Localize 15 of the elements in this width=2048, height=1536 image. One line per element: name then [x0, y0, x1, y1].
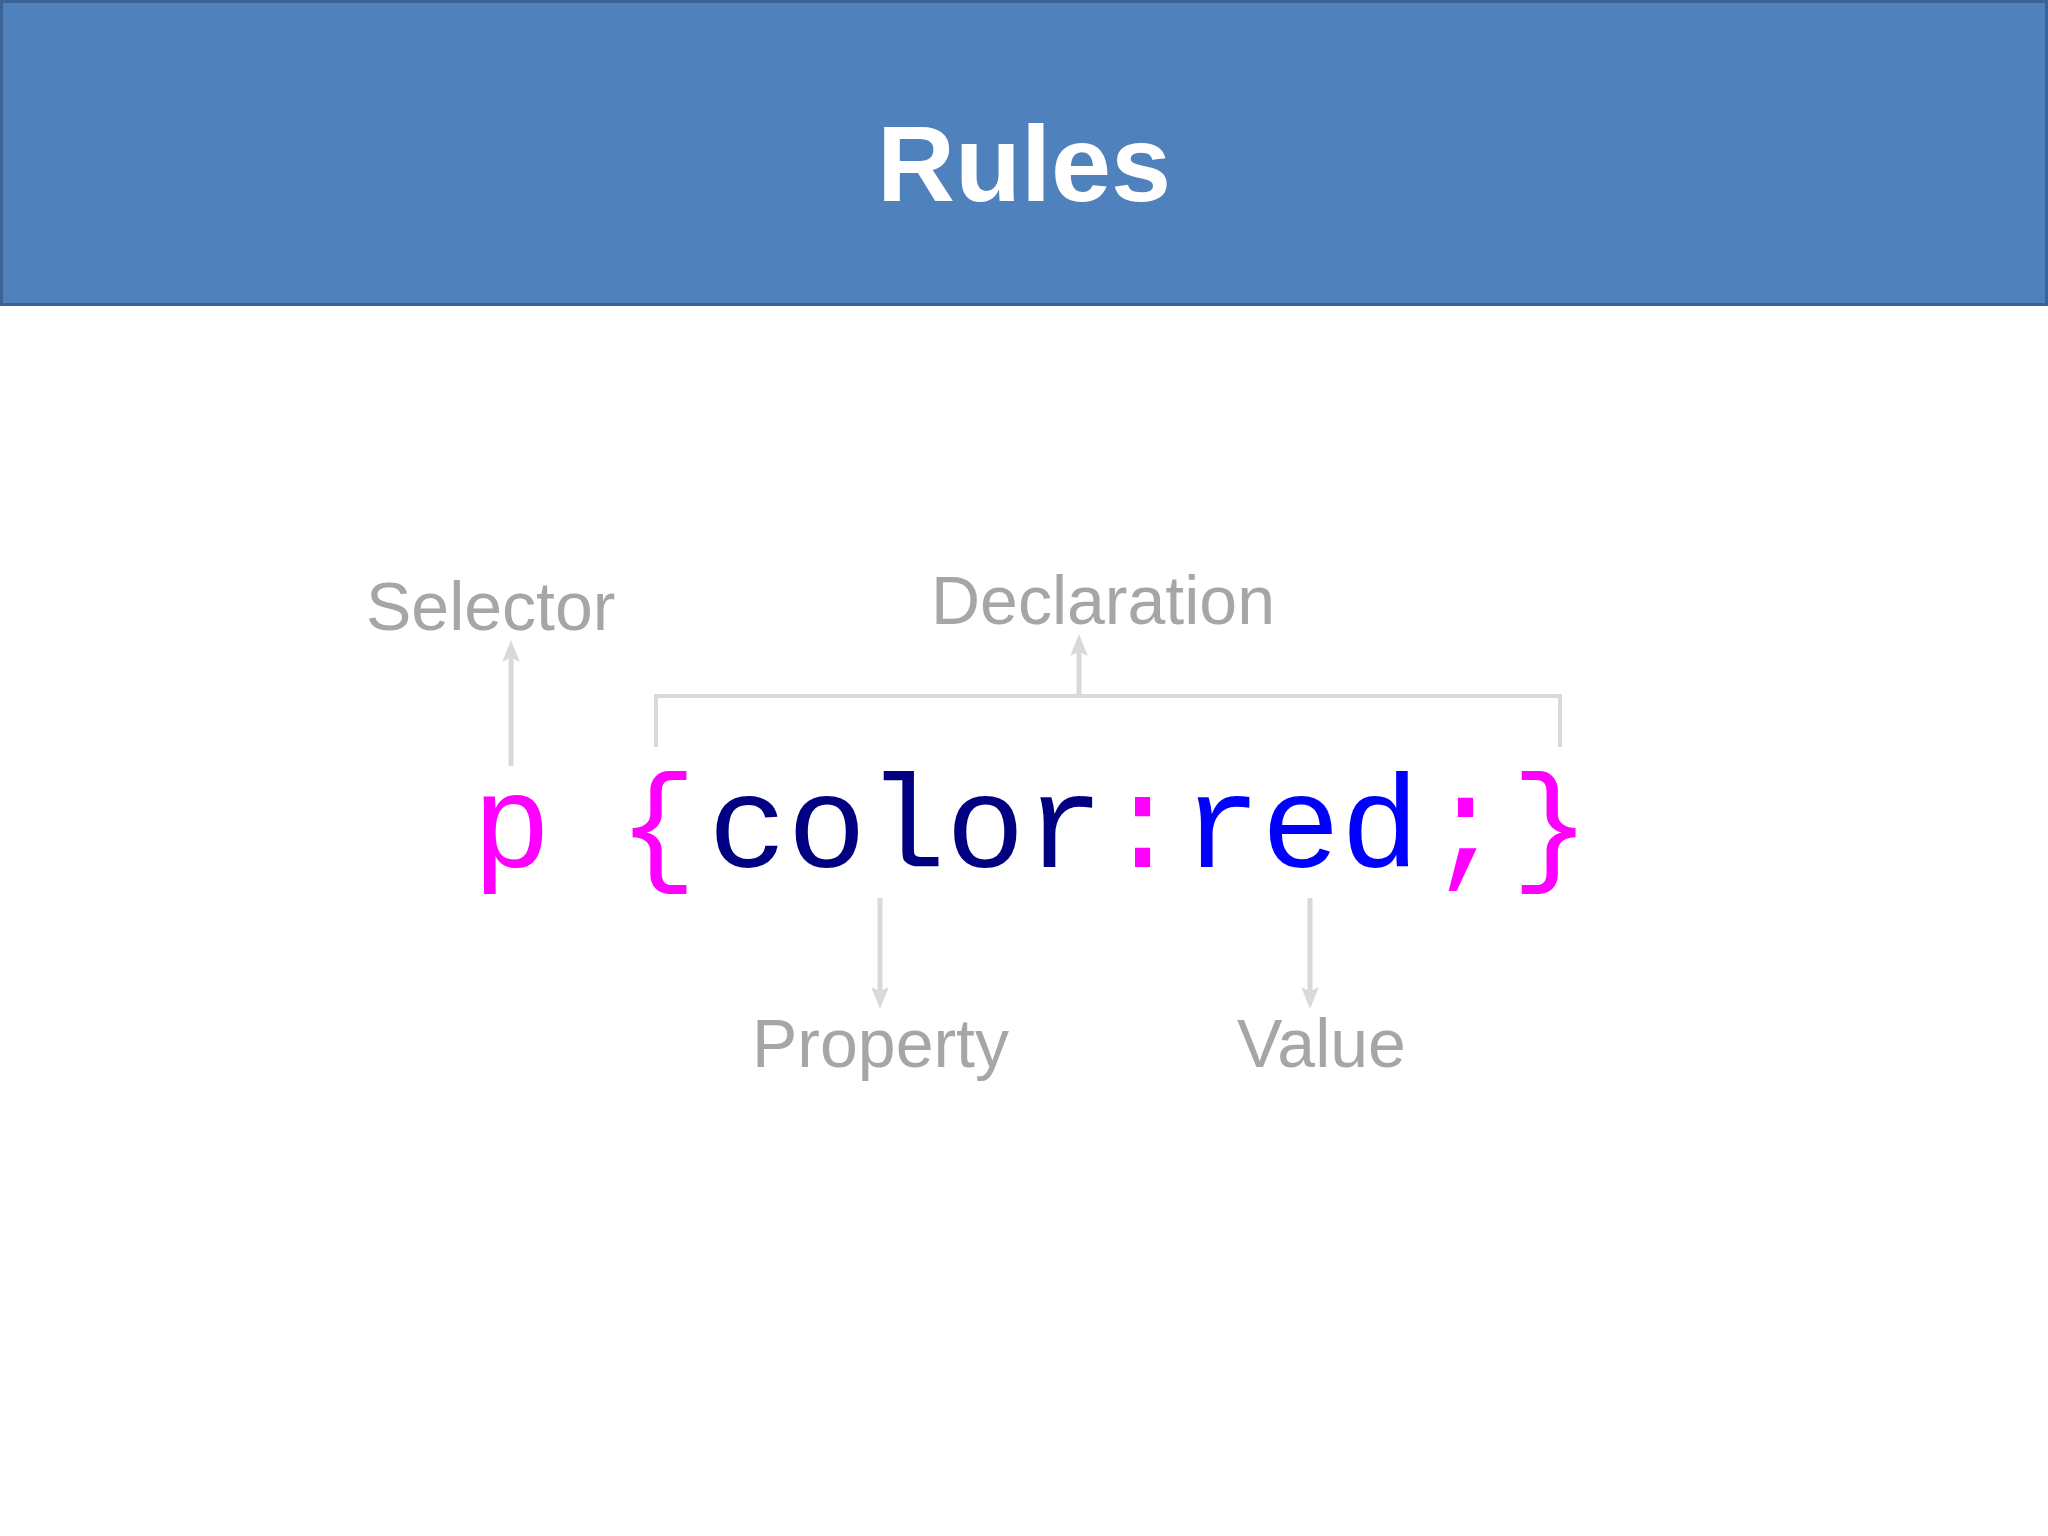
code-token: ; [1426, 766, 1506, 898]
leader-arrow [871, 898, 889, 1009]
code-token: color [708, 766, 1105, 898]
leader-arrow [502, 640, 520, 766]
code-token: red [1182, 766, 1420, 898]
callout-label: Value [1237, 1009, 1406, 1077]
code-token: } [1511, 766, 1591, 898]
slide-title: Rules [876, 110, 1172, 218]
leader-arrow [1070, 634, 1088, 694]
code-token: : [1103, 766, 1183, 898]
callout-label: Selector [366, 572, 616, 640]
leader-arrow [1301, 898, 1319, 1009]
code-token: { [618, 766, 698, 898]
code-token: p [472, 766, 552, 898]
callout-label: Declaration [931, 566, 1275, 634]
